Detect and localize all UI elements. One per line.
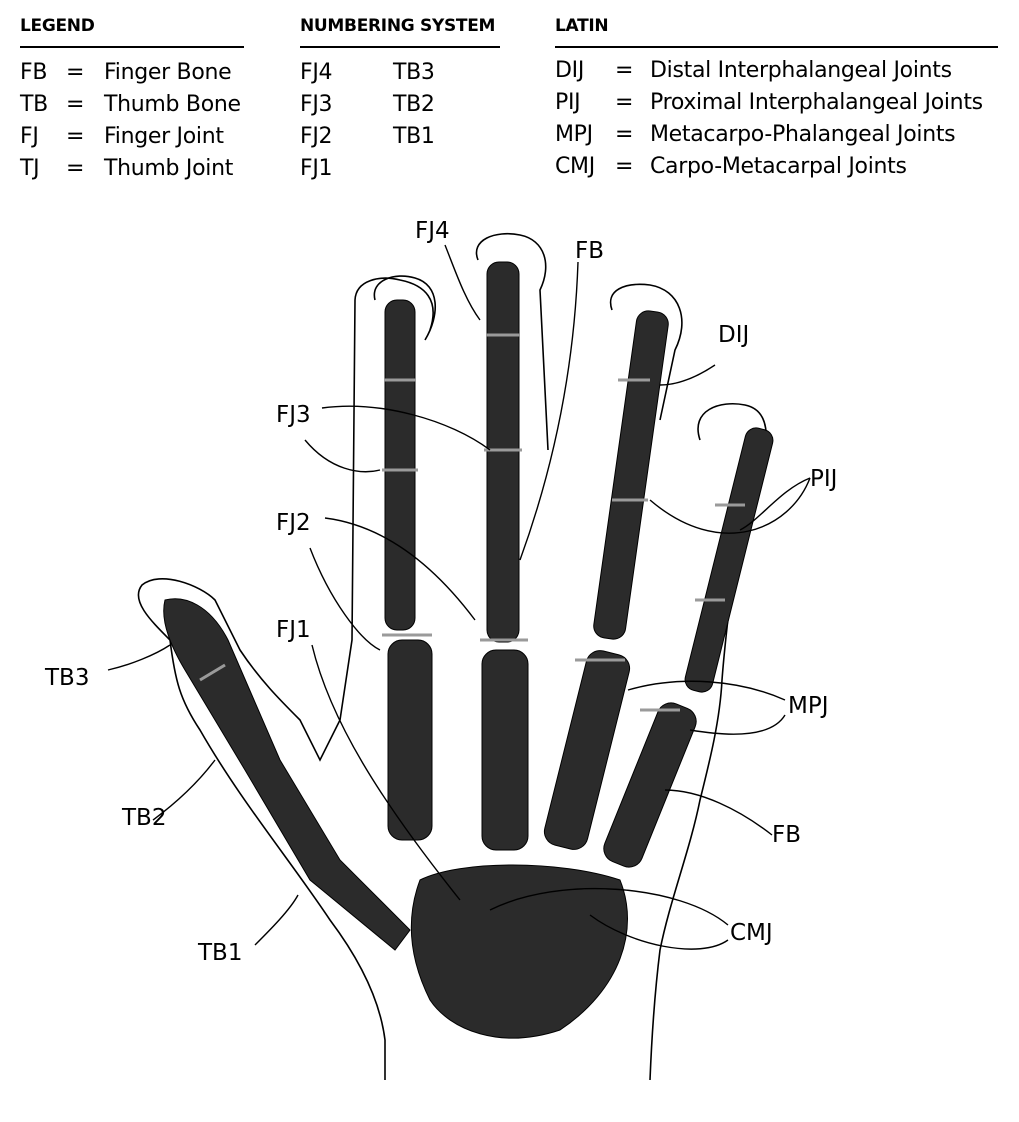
label-fj3: FJ3 xyxy=(276,402,311,428)
hand-outline xyxy=(137,233,768,1081)
legend-abbr: FJ xyxy=(20,124,39,149)
numbering-item: TB1 xyxy=(393,124,435,149)
joint-bands xyxy=(199,333,745,712)
label-tb2: TB2 xyxy=(121,805,166,831)
legend-abbr: TJ xyxy=(20,156,40,181)
label-mpj: MPJ xyxy=(788,693,829,719)
label-fj2: FJ2 xyxy=(276,510,311,536)
label-tb1: TB1 xyxy=(197,940,242,966)
label-fb-top: FB xyxy=(575,238,604,264)
latin-rule xyxy=(555,46,998,48)
label-dij: DIJ xyxy=(718,322,749,348)
numbering-item: FJ3 xyxy=(300,92,333,117)
numbering-item: FJ4 xyxy=(300,60,333,85)
latin-desc: Carpo-Metacarpal Joints xyxy=(650,154,907,179)
legend-eq: = xyxy=(66,92,85,117)
numbering-item: FJ2 xyxy=(300,124,333,149)
numbering-item: TB3 xyxy=(393,60,435,85)
numbering-item: FJ1 xyxy=(300,156,333,181)
legend-eq: = xyxy=(66,124,85,149)
legend-eq: = xyxy=(66,60,85,85)
label-cmj: CMJ xyxy=(730,920,773,946)
legend-desc: Finger Bone xyxy=(104,60,232,85)
label-pij: PIJ xyxy=(810,466,837,492)
label-tb3: TB3 xyxy=(44,665,89,691)
legend-abbr: TB xyxy=(20,92,48,117)
label-fb-bottom: FB xyxy=(772,822,801,848)
numbering-item: TB2 xyxy=(393,92,435,117)
latin-abbr: CMJ xyxy=(555,154,595,179)
latin-eq: = xyxy=(615,90,634,115)
label-fj4: FJ4 xyxy=(415,218,450,244)
latin-desc: Distal Interphalangeal Joints xyxy=(650,58,952,83)
finger-bones xyxy=(163,261,774,1039)
latin-title: LATIN xyxy=(555,16,609,36)
latin-desc: Proximal Interphalangeal Joints xyxy=(650,90,983,115)
legend-abbr: FB xyxy=(20,60,48,85)
legend-rule xyxy=(20,46,244,48)
leader-lines xyxy=(107,244,811,950)
legend-eq: = xyxy=(66,156,85,181)
latin-abbr: DIJ xyxy=(555,58,585,83)
numbering-title: NUMBERING SYSTEM xyxy=(300,16,496,36)
legend-desc: Thumb Bone xyxy=(104,92,241,117)
diagram-labels: FJ4 FB DIJ FJ3 PIJ FJ2 FJ1 TB3 MPJ TB2 F… xyxy=(44,218,837,966)
latin-eq: = xyxy=(615,122,634,147)
latin-abbr: MPJ xyxy=(555,122,593,147)
latin-abbr: PIJ xyxy=(555,90,581,115)
numbering-rule xyxy=(300,46,500,48)
latin-eq: = xyxy=(615,154,634,179)
latin-desc: Metacarpo-Phalangeal Joints xyxy=(650,122,956,147)
legend-desc: Thumb Joint xyxy=(104,156,234,181)
latin-eq: = xyxy=(615,58,634,83)
legend-desc: Finger Joint xyxy=(104,124,224,149)
label-fj1: FJ1 xyxy=(276,617,311,643)
legend-title: LEGEND xyxy=(20,16,95,36)
